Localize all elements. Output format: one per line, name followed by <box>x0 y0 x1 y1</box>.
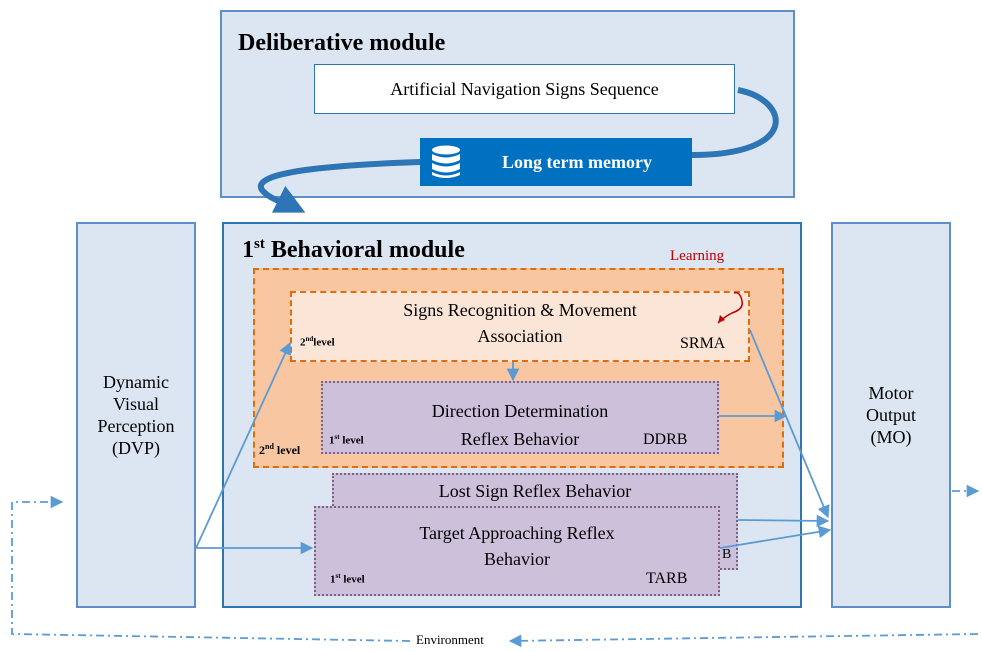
dvp-line: Perception <box>97 416 175 436</box>
dvp-line: (DVP) <box>112 438 160 458</box>
tarb-title: Target Approaching Reflex Behavior <box>419 523 615 569</box>
environment-label: Environment <box>414 632 486 648</box>
signs-to-memory-arrow <box>691 87 779 158</box>
ddrb-abbr: DDRB <box>643 431 688 448</box>
mo-box: Motor Output (MO) <box>831 222 951 608</box>
deliberative-module-title: Deliberative module <box>238 30 446 56</box>
signs-sequence-label: Artificial Navigation Signs Sequence <box>390 78 659 99</box>
ddrb-box: Direction Determination Reflex Behavior … <box>321 381 719 454</box>
srma-level: 2ndlevel <box>300 335 335 349</box>
lost-to-mo-arrow <box>737 514 830 528</box>
ddrb-level: 1st level <box>329 433 364 447</box>
srma-box: Signs Recognition & Movement Association… <box>290 291 750 362</box>
mo-line: (MO) <box>870 427 912 447</box>
tarb-box: Target Approaching Reflex Behavior 1st l… <box>314 506 720 596</box>
dvp-line: Dynamic <box>103 372 169 392</box>
tarb-abbr: TARB <box>646 570 688 587</box>
mo-line: Motor <box>868 383 914 403</box>
dvp-to-srma-arrow <box>195 341 292 549</box>
long-term-memory-box: Long term memory <box>420 138 692 186</box>
signs-sequence-box: Artificial Navigation Signs Sequence <box>314 64 735 114</box>
long-term-memory-label: Long term memory <box>502 151 652 172</box>
behavioral-module-title: 1st Behavioral module <box>242 236 465 263</box>
tarb-level: 1st level <box>330 572 365 586</box>
lost-sign-label: Lost Sign Reflex Behavior <box>438 481 632 501</box>
learning-loop-icon <box>717 291 744 324</box>
learning-label: Learning <box>670 248 725 264</box>
srma-to-mo-arrow <box>749 329 830 519</box>
memory-to-behavioral-arrow <box>257 159 421 213</box>
environment-line-right <box>508 633 979 648</box>
tarb-stub-label: B <box>722 547 732 562</box>
dvp-box: Dynamic Visual Perception (DVP) <box>76 222 196 608</box>
mo-line: Output <box>865 405 916 425</box>
srma-title: Signs Recognition & Movement Association <box>403 300 637 346</box>
dvp-line: Visual <box>113 394 159 414</box>
srma-abbr: SRMA <box>680 335 726 352</box>
environment-line-left <box>11 495 411 642</box>
outer-level-label: 2nd level <box>259 442 301 457</box>
database-icon <box>432 145 460 178</box>
ddrb-title: Direction Determination Reflex Behavior <box>431 401 609 449</box>
tarb-to-mo-arrow <box>719 525 832 549</box>
